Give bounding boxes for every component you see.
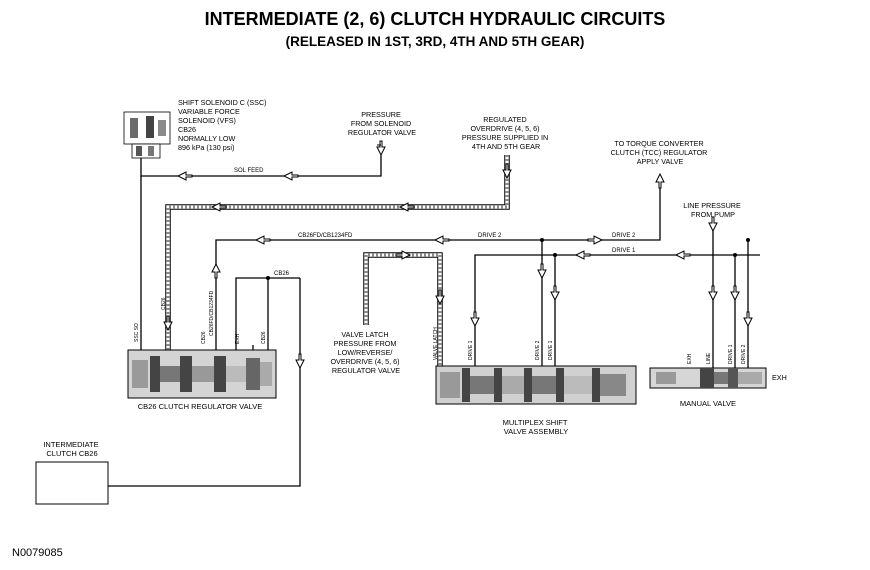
sol-feed-label: SOL FEED: [234, 168, 264, 174]
junction-dots: [266, 238, 750, 280]
arrow-left-icon: [282, 171, 299, 181]
cb26-left-vlabel: CB26: [161, 297, 167, 310]
valve-latch-vlabel: VALVE LATCH: [433, 327, 439, 360]
vertical-port-labels: SSC SO CB26 CB26FD/CB1234FD CB26 EXH CB2…: [134, 290, 747, 364]
arrow-down-icon: [537, 263, 547, 280]
arrow-left-icon: [398, 202, 415, 212]
drive1-mp-vlabel: DRIVE 1: [468, 340, 474, 360]
ssc-label: SHIFT SOLENOID C (SSC) VARIABLE FORCE SO…: [178, 98, 269, 152]
arrow-down-icon: [295, 353, 305, 370]
exh-mv-vlabel: EXH: [687, 353, 693, 364]
arrow-left-icon: [176, 171, 193, 181]
intermediate-clutch-box: [35, 461, 109, 505]
cb26-label: CB26: [274, 271, 290, 277]
ssc-so-vlabel: SSC SO: [134, 323, 140, 342]
arrow-left-icon: [574, 250, 591, 260]
multiplex-label: MULTIPLEX SHIFT VALVE ASSEMBLY: [503, 418, 570, 436]
diagram-subtitle: (RELEASED IN 1ST, 3RD, 4TH AND 5TH GEAR): [286, 34, 585, 49]
arrow-right-icon: [395, 250, 412, 260]
cb26-to-clutch-line: [108, 278, 301, 487]
cb26-top-line: [235, 277, 300, 350]
arrow-left-icon: [433, 235, 450, 245]
valve-latch-label: VALVE LATCH PRESSURE FROM LOW/REVERSE/ O…: [330, 330, 401, 375]
flow-arrows: [163, 140, 753, 370]
arrow-left-icon: [674, 250, 691, 260]
cb26-mid-vlabel: CB26: [201, 331, 207, 344]
document-id: N0079085: [12, 547, 63, 559]
arrow-down-icon: [470, 311, 480, 328]
drive1-mp2-vlabel: DRIVE 1: [548, 340, 554, 360]
diagram-title: INTERMEDIATE (2, 6) CLUTCH HYDRAULIC CIR…: [205, 9, 666, 29]
drive2-mv-vlabel: DRIVE 2: [741, 344, 747, 364]
regulated-overdrive-label: REGULATED OVERDRIVE (4, 5, 6) PRESSURE S…: [462, 115, 550, 151]
pressure-solenoid-label: PRESSURE FROM SOLENOID REGULATOR VALVE: [348, 110, 416, 137]
drive2-label-b: DRIVE 2: [612, 233, 636, 239]
sol-feed-line: [140, 148, 382, 177]
regulated-overdrive-line: [165, 155, 510, 350]
arrow-left-icon: [210, 202, 227, 212]
arrow-down-icon: [163, 315, 173, 332]
arrow-down-icon: [708, 285, 718, 302]
arrow-down-icon: [730, 285, 740, 302]
manual-valve-label: MANUAL VALVE: [680, 399, 736, 408]
cb26fd-vlabel: CB26FD/CB1234FD: [209, 290, 215, 336]
cb26fd-label: CB26FD/CB1234FD: [298, 233, 353, 239]
exh-vlabel: EXH: [235, 333, 241, 344]
line-pressure-label: LINE PRESSURE FROM PUMP: [683, 201, 743, 219]
arrow-up-icon: [655, 172, 665, 189]
arrow-down-icon: [435, 289, 445, 306]
arrow-up-icon: [211, 262, 221, 279]
shift-solenoid-c: [123, 111, 171, 159]
manual-valve-body: [649, 367, 767, 389]
arrow-right-icon: [587, 235, 604, 245]
arrow-down-icon: [502, 163, 512, 180]
arrow-down-icon: [376, 140, 386, 157]
drive1-mv-vlabel: DRIVE 1: [728, 344, 734, 364]
tcc-label: TO TORQUE CONVERTER CLUTCH (TCC) REGULAT…: [611, 139, 710, 166]
cb26-regulator-valve-label: CB26 CLUTCH REGULATOR VALVE: [138, 402, 262, 411]
arrow-down-icon: [743, 311, 753, 328]
multiplex-shift-valve-body: [435, 365, 637, 405]
intermediate-clutch-label: INTERMEDIATE CLUTCH CB26: [43, 440, 100, 458]
cb26-regulator-valve-body: [127, 349, 277, 399]
exh-label: EXH: [772, 373, 787, 382]
cb26-right-vlabel: CB26: [261, 331, 267, 344]
drive1-line: [474, 254, 760, 368]
drive2-label-a: DRIVE 2: [478, 233, 502, 239]
line-mv-vlabel: LINE: [706, 352, 712, 364]
drive1-label: DRIVE 1: [612, 248, 636, 254]
drive2-mp-vlabel: DRIVE 2: [535, 340, 541, 360]
arrow-down-icon: [550, 285, 560, 302]
arrow-down-icon: [708, 216, 718, 233]
arrow-left-icon: [254, 235, 271, 245]
